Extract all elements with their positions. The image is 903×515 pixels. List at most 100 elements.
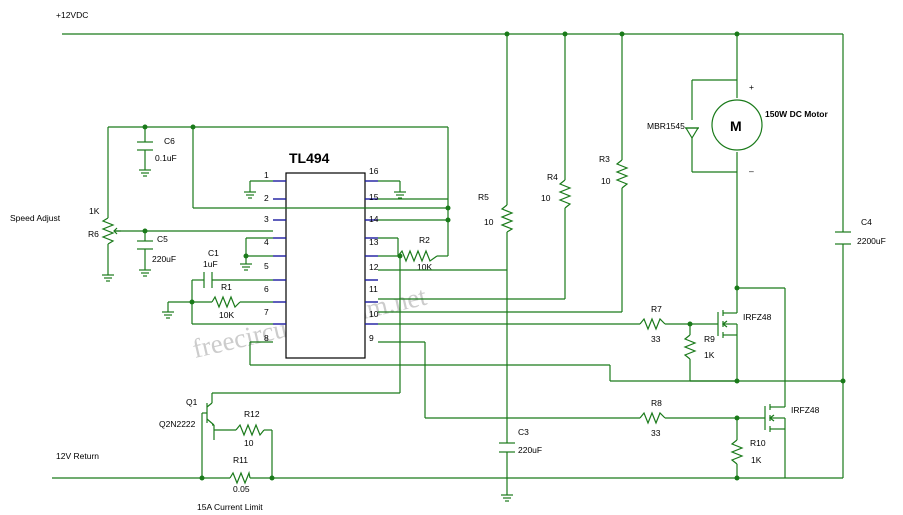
r4-ref: R4 xyxy=(547,172,558,182)
ground-symbol xyxy=(394,191,406,199)
r12-value: 10 xyxy=(244,438,254,448)
c1-value: 1uF xyxy=(203,259,218,269)
r1-value: 10K xyxy=(219,310,234,320)
r12-ref: R12 xyxy=(244,409,260,419)
resistor-r11 xyxy=(229,470,251,485)
ground-symbol xyxy=(240,263,252,271)
pin-number: 2 xyxy=(264,193,269,203)
c1-ref: C1 xyxy=(208,248,219,258)
q1-ref: Q1 xyxy=(186,397,198,407)
pin-number: 8 xyxy=(264,333,269,343)
resistor-r5 xyxy=(500,204,514,233)
pin-number: 15 xyxy=(369,192,379,202)
r3-value: 10 xyxy=(601,176,611,186)
supply-return-label: 12V Return xyxy=(56,451,99,461)
pin-number: 13 xyxy=(369,237,379,247)
mosfet-lower xyxy=(665,403,786,478)
r5-value: 10 xyxy=(484,217,494,227)
capacitor-c4 xyxy=(835,231,851,245)
current-limit-label: 15A Current Limit xyxy=(197,502,263,512)
supply-positive-label: +12VDC xyxy=(56,10,88,20)
r11-value: 0.05 xyxy=(233,484,250,494)
q1-part: Q2N2222 xyxy=(159,419,196,429)
ground-symbol xyxy=(139,269,151,277)
r4-value: 10 xyxy=(541,193,551,203)
resistor-r1 xyxy=(211,295,241,309)
r1-ref: R1 xyxy=(221,282,232,292)
potentiometer-r6 xyxy=(101,217,121,245)
ground-symbol xyxy=(162,311,174,319)
r8-ref: R8 xyxy=(651,398,662,408)
pin-number: 16 xyxy=(369,166,379,176)
capacitor-c1 xyxy=(203,272,213,288)
pin-number: 6 xyxy=(264,284,269,294)
resistor-r2 xyxy=(397,249,438,263)
pin-number: 14 xyxy=(369,214,379,224)
pin-number: 1 xyxy=(264,170,269,180)
transistor-q1 xyxy=(201,393,236,478)
r8-value: 33 xyxy=(651,428,661,438)
c5-ref: C5 xyxy=(157,234,168,244)
tl494-chip xyxy=(273,172,378,359)
pin-number: 10 xyxy=(369,309,379,319)
c6-value: 0.1uF xyxy=(155,153,177,163)
motor-label: 150W DC Motor xyxy=(765,109,829,119)
c3-ref: C3 xyxy=(518,427,529,437)
pin-number: 12 xyxy=(369,262,379,272)
pin-number: 7 xyxy=(264,307,269,317)
resistor-r3 xyxy=(615,159,629,189)
resistor-r10 xyxy=(730,418,744,478)
pin-ground-wires xyxy=(245,180,401,264)
dc-motor xyxy=(711,99,763,151)
r9-ref: R9 xyxy=(704,334,715,344)
c4-ref: C4 xyxy=(861,217,872,227)
r6-value: 1K xyxy=(89,206,100,216)
c4-value: 2200uF xyxy=(857,236,886,246)
mosfet-lower-part: IRFZ48 xyxy=(791,405,820,415)
ic-pin-labels: 1 2 3 4 5 6 7 8 16 15 14 13 12 11 10 9 xyxy=(264,166,379,343)
r7-value: 33 xyxy=(651,334,661,344)
ground-symbol xyxy=(501,494,513,502)
r2-value: 10K xyxy=(417,262,432,272)
ground-symbol xyxy=(102,274,114,282)
pin-number: 5 xyxy=(264,261,269,271)
junction-dots xyxy=(142,31,846,481)
reference-network-wires xyxy=(107,126,449,275)
c6-ref: C6 xyxy=(164,136,175,146)
timing-network-wires xyxy=(167,279,273,325)
r5-ref: R5 xyxy=(478,192,489,202)
ground-symbol xyxy=(139,169,151,177)
motor-wires xyxy=(691,34,786,403)
r6-ref: R6 xyxy=(88,229,99,239)
pin-number: 9 xyxy=(369,333,374,343)
r3-ref: R3 xyxy=(599,154,610,164)
pin-number: 11 xyxy=(369,284,378,294)
resistor-r12 xyxy=(235,423,273,478)
capacitor-c6 xyxy=(137,141,153,151)
positive-rail xyxy=(62,33,844,478)
motor-plus: + xyxy=(749,82,754,92)
mosfet-upper xyxy=(665,300,738,381)
capacitor-c5 xyxy=(137,240,153,250)
pin-number: 3 xyxy=(264,214,269,224)
c5-value: 220uF xyxy=(152,254,176,264)
diode-part: MBR1545 xyxy=(647,121,685,131)
diode-mbr1545 xyxy=(684,127,700,140)
speed-adjust-label: Speed Adjust xyxy=(10,213,61,223)
capacitor-c3 xyxy=(499,442,515,453)
mosfet-upper-part: IRFZ48 xyxy=(743,312,772,322)
r10-ref: R10 xyxy=(750,438,766,448)
resistor-r7 xyxy=(639,317,666,331)
r10-value: 1K xyxy=(751,455,762,465)
r2-ref: R2 xyxy=(419,235,430,245)
motor-minus: – xyxy=(749,166,754,176)
c3-value: 220uF xyxy=(518,445,542,455)
pin-number: 4 xyxy=(264,237,269,247)
resistor-r4 xyxy=(558,179,572,209)
motor-symbol: M xyxy=(730,118,742,134)
ground-symbol xyxy=(244,191,256,199)
r11-ref: R11 xyxy=(233,455,248,465)
resistor-r8 xyxy=(639,411,666,425)
ic-title: TL494 xyxy=(289,150,330,166)
